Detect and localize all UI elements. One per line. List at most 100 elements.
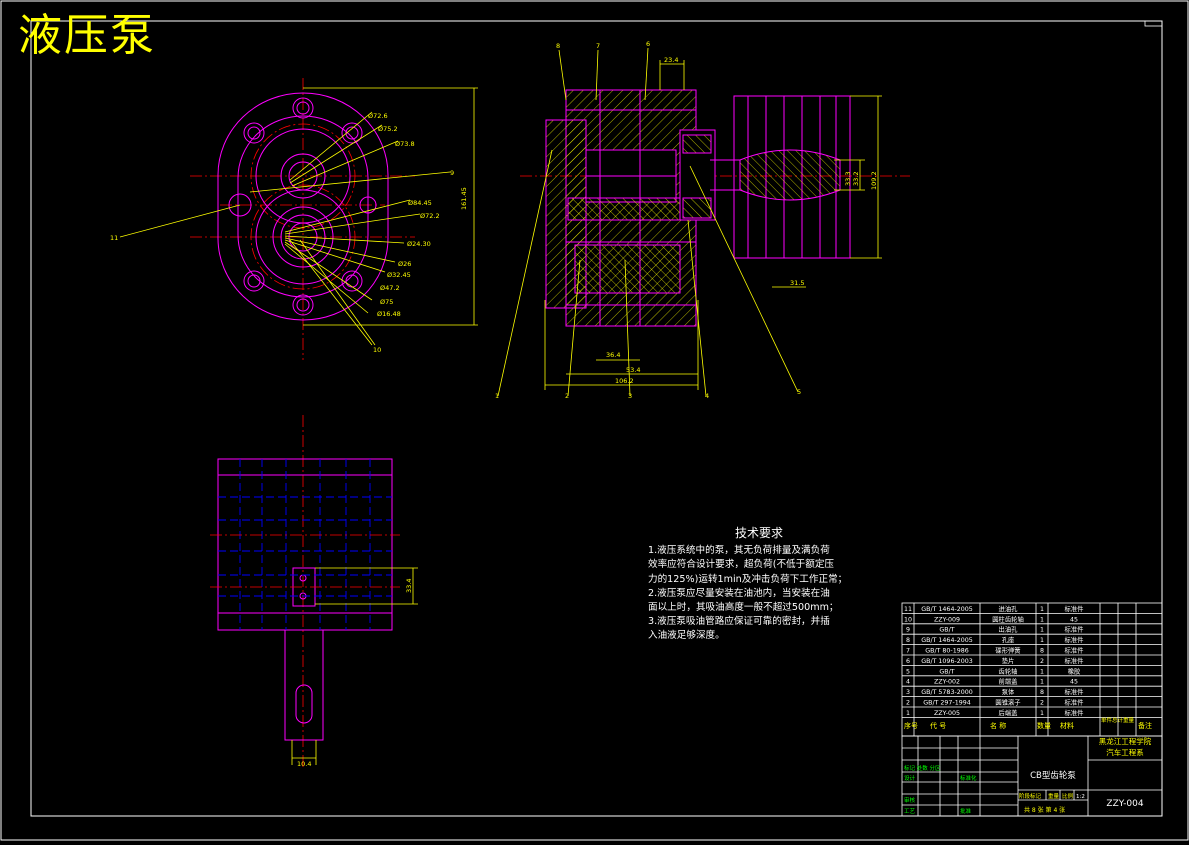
dim-front-5: Ø72.2 (420, 212, 440, 220)
bom-cell-name: 齿轮轴 (999, 666, 1018, 675)
bom-cell-code: GB/T (939, 668, 954, 675)
bom-cell-qty: 8 (1040, 648, 1044, 655)
dim-front-2: Ø75.2 (378, 125, 398, 133)
dim-sec-1: 23.4 (664, 56, 678, 64)
corner-mark (1144, 20, 1163, 27)
school-name: 黑龙江工程学院 (1099, 736, 1152, 746)
bom-cell-name: 前端盖 (999, 677, 1019, 686)
dim-sec-7: 33.2 (852, 172, 860, 186)
dim-front-3: Ø73.8 (395, 140, 415, 148)
bom-header-no: 序号 (904, 721, 918, 730)
requirement-line: 入油液足够深度。 (648, 630, 725, 642)
title-block (901, 735, 1163, 817)
bom-cell-mat: 标准件 (1065, 635, 1084, 644)
title-block-text: 黑龙江工程学院 汽车工程系 CB型齿轮泵 ZZY-004 阶段标记 重量 比例 … (904, 736, 1152, 815)
bom-cell-no: 2 (906, 700, 910, 707)
dim-front-12: 161.45 (460, 187, 468, 210)
technical-requirements-heading: 技术要求 (734, 526, 783, 540)
bom-header-mat: 材料 (1060, 721, 1074, 730)
dim-sec-6: 109.2 (870, 171, 878, 190)
standard-label: 标准化 (960, 774, 977, 782)
requirement-line: 3.液压泵吸油管路应保证可靠的密封，并插 (648, 616, 830, 628)
bom-header-weight: 单件总计重量 (1101, 716, 1135, 724)
dim-sec-8: 33.3 (844, 172, 852, 186)
bom-cell-no: 3 (906, 689, 910, 696)
callout-5: 5 (797, 388, 801, 396)
approve-label: 批准 (960, 807, 972, 815)
parts-list-header: 序号 代 号 名 称 数量 材料 单件总计重量 备注 (904, 716, 1152, 730)
bom-cell-no: 9 (906, 627, 910, 634)
bom-cell-no: 7 (906, 648, 910, 655)
dim-front-10: Ø75 (380, 298, 393, 306)
bom-cell-mat: 标准件 (1065, 625, 1084, 634)
design-label: 设计 (904, 774, 916, 782)
bom-cell-name: 垫片 (1002, 656, 1015, 665)
bom-cell-mat: 标准件 (1065, 698, 1084, 707)
bom-cell-mat: 45 (1070, 679, 1078, 686)
drawing-number: ZZY-004 (1106, 799, 1143, 809)
callout-10: 10 (373, 346, 381, 354)
requirement-line: 2.液压泵应尽量安装在油池内，当安装在油 (648, 587, 830, 599)
bom-header-qty: 数量 (1037, 721, 1051, 730)
bom-cell-qty: 2 (1040, 700, 1044, 707)
callout-8: 8 (556, 42, 560, 50)
callout-4: 4 (705, 392, 709, 400)
scale-value: 1:2 (1076, 794, 1085, 800)
bom-cell-mat: 45 (1070, 616, 1078, 623)
dim-front-9: Ø47.2 (380, 284, 400, 292)
bom-cell-name: 后端盖 (999, 708, 1019, 717)
bom-cell-mat: 橡胶 (1068, 666, 1081, 675)
sheet-count: 共 8 张 第 4 张 (1024, 806, 1065, 814)
bom-cell-code: GB/T 1096-2003 (921, 658, 973, 665)
bom-cell-name: 圆锥滚子 (995, 698, 1020, 707)
dim-front-4: Ø84.45 (408, 199, 432, 207)
process-label: 工艺 (904, 808, 916, 815)
bom-cell-mat: 标准件 (1065, 646, 1084, 655)
front-view: Ø72.6 Ø75.2 Ø73.8 Ø84.45 Ø72.2 Ø24.30 Ø2… (110, 78, 478, 360)
dim-sec-3: 53.4 (626, 366, 640, 374)
bom-cell-code: ZZY-009 (934, 616, 960, 623)
dim-front-8: Ø32.45 (387, 271, 411, 279)
callout-11: 11 (110, 234, 118, 242)
dim-sec-4: 106.2 (615, 377, 634, 385)
bom-cell-name: 泵体 (1002, 687, 1015, 696)
callout-7: 7 (596, 42, 600, 50)
bom-cell-mat: 标准件 (1065, 687, 1084, 696)
bottom-view: 33.4 10.4 (210, 415, 418, 770)
parts-list (901, 602, 1163, 737)
dim-front-11: Ø16.48 (377, 310, 401, 318)
dim-sec-5: 31.5 (790, 279, 804, 287)
bom-cell-name: 圆柱齿轮轴 (992, 614, 1023, 623)
bom-header-code: 代 号 (930, 721, 946, 730)
bom-cell-qty: 1 (1040, 616, 1044, 623)
bom-cell-qty: 1 (1040, 668, 1044, 675)
bom-cell-mat: 标准件 (1065, 656, 1084, 665)
requirement-line: 1.液压系统中的泵，其无负荷排量及满负荷 (648, 545, 830, 557)
bom-cell-qty: 1 (1040, 637, 1044, 644)
bom-cell-code: GB/T (939, 627, 954, 634)
callout-1: 1 (495, 392, 499, 400)
weight-label: 重量 (1048, 792, 1060, 800)
dim-front-7: Ø26 (398, 260, 411, 268)
bom-cell-qty: 1 (1040, 606, 1044, 613)
bom-cell-mat: 标准件 (1065, 708, 1084, 717)
bom-cell-no: 11 (904, 606, 912, 613)
bom-cell-no: 10 (904, 616, 912, 623)
dim-front-6: Ø24.30 (407, 240, 431, 248)
bom-cell-mat: 标准件 (1065, 604, 1084, 613)
bom-cell-code: GB/T 5783-2000 (921, 689, 973, 696)
bom-cell-qty: 2 (1040, 658, 1044, 665)
page-title: 液压泵 (18, 10, 156, 61)
bom-cell-code: GB/T 80-1986 (925, 648, 968, 655)
bom-cell-qty: 8 (1040, 689, 1044, 696)
bom-header-remark: 备注 (1138, 721, 1152, 730)
inner-frame (30, 20, 1163, 817)
bom-header-name: 名 称 (990, 721, 1006, 730)
requirement-line: 效率应符合设计要求，超负荷(不低于额定压 (648, 559, 835, 571)
marks-label: 标记 处数 分区 (904, 764, 941, 772)
bom-cell-qty: 1 (1040, 627, 1044, 634)
drawing-name: CB型齿轮泵 (1030, 770, 1076, 781)
